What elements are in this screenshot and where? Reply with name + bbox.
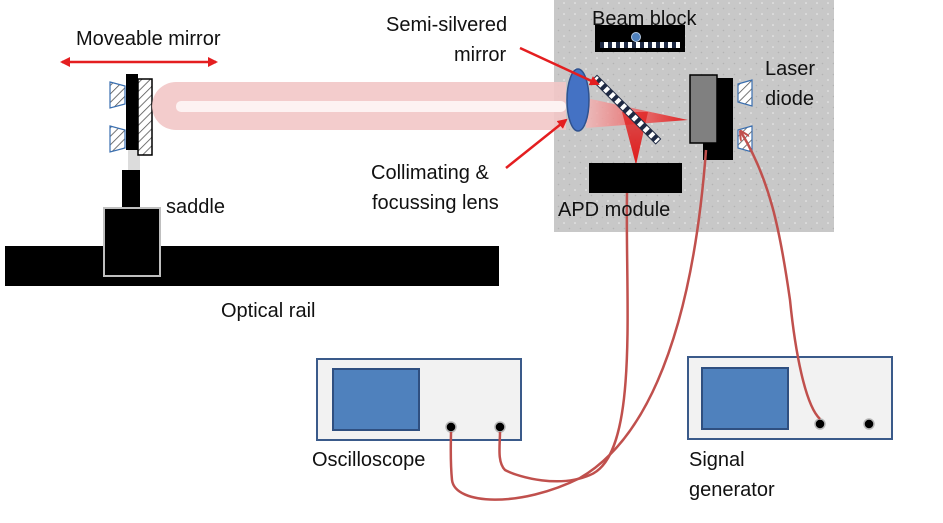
moveable-mirror <box>109 74 153 170</box>
cables <box>449 132 821 501</box>
oscilloscope-input-1 <box>445 421 457 433</box>
saddle-label: saddle <box>166 196 225 218</box>
semi-silvered-label-1: Semi-silvered <box>386 14 508 36</box>
apd-module <box>589 163 682 193</box>
cable-diode-to-scope <box>449 149 708 501</box>
beam-block-label: Beam block <box>592 8 697 30</box>
laser-diode-label-2: diode <box>765 88 814 110</box>
signal-generator-label-1: Signal <box>689 449 745 471</box>
optical-rail <box>5 246 499 286</box>
moveable-mirror-label: Moveable mirror <box>76 28 221 50</box>
oscilloscope-label: Oscilloscope <box>312 449 426 471</box>
lens <box>566 68 590 132</box>
laser-diode-label-1: Laser <box>765 58 816 80</box>
optical-rail-label: Optical rail <box>221 300 316 322</box>
oscilloscope <box>316 358 522 441</box>
oscilloscope-input-2 <box>494 421 506 433</box>
laser-diode <box>689 74 753 160</box>
beam-block <box>595 25 685 52</box>
signal-generator-label-2: generator <box>689 479 775 501</box>
collimating-label-1: Collimating & <box>371 162 489 184</box>
semi-silvered-label-2: mirror <box>454 44 507 66</box>
signal-generator <box>687 356 893 440</box>
generator-output-2 <box>863 418 875 430</box>
lens-pointer <box>505 118 568 169</box>
collimating-label-2: focussing lens <box>372 192 499 214</box>
cable-generator-to-diode <box>741 132 821 420</box>
saddle <box>103 170 161 277</box>
apd-module-label: APD module <box>558 199 671 221</box>
semi-silvered-pointer <box>519 46 600 86</box>
generator-output-1 <box>814 418 826 430</box>
cable-apd-to-scope <box>498 192 629 483</box>
